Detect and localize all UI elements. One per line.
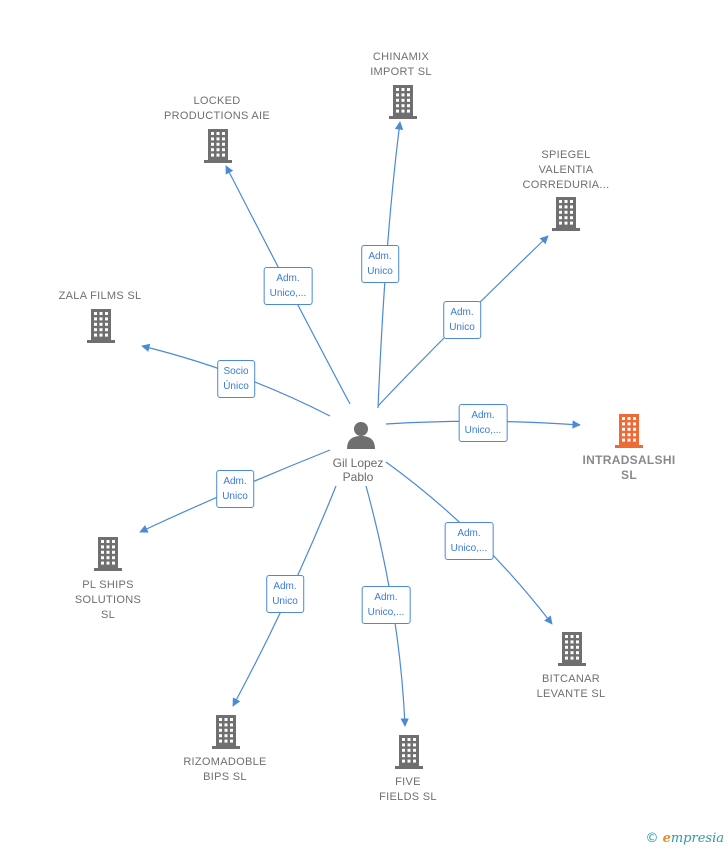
role-label-intradsalshi[interactable]: Adm. Unico,... xyxy=(458,404,508,442)
building-icon-spiegel[interactable] xyxy=(550,197,582,236)
role-label-locked[interactable]: Adm. Unico,... xyxy=(263,267,313,305)
role-label-bitcanar[interactable]: Adm. Unico,... xyxy=(444,522,494,560)
role-label-zala[interactable]: Socio Único xyxy=(217,360,255,398)
person-name[interactable]: Gil Lopez Pablo xyxy=(332,456,384,484)
role-label-chinamix[interactable]: Adm. Unico xyxy=(361,245,399,283)
brand-footer: © empresia xyxy=(645,831,724,846)
company-name-fivefields[interactable]: FIVE FIELDS SL xyxy=(379,776,437,803)
person-icon[interactable] xyxy=(346,421,376,449)
company-name-chinamix[interactable]: CHINAMIX IMPORT SL xyxy=(370,51,432,78)
building-icon-zala[interactable] xyxy=(85,309,117,348)
company-name-rizomadoble[interactable]: RIZOMADOBLE BIPS SL xyxy=(183,756,267,783)
building-icon-rizomadoble[interactable] xyxy=(210,715,242,754)
company-name-plships[interactable]: PL SHIPS SOLUTIONS SL xyxy=(74,579,142,621)
company-name-spiegel[interactable]: SPIEGEL VALENTIA CORREDURIA... xyxy=(522,149,610,191)
role-label-spiegel[interactable]: Adm. Unico xyxy=(443,301,481,339)
building-icon-plships[interactable] xyxy=(92,537,124,576)
role-label-rizomadoble[interactable]: Adm. Unico xyxy=(266,575,304,613)
building-icon-bitcanar[interactable] xyxy=(556,632,588,671)
brand-logo-e: e xyxy=(662,831,671,846)
brand-name: mpresia xyxy=(670,831,724,846)
company-name-locked[interactable]: LOCKED PRODUCTIONS AIE xyxy=(164,95,270,122)
building-icon-fivefields[interactable] xyxy=(393,735,425,774)
role-label-plships[interactable]: Adm. Unico xyxy=(216,470,254,508)
copyright-icon: © xyxy=(645,831,659,846)
building-icon-chinamix[interactable] xyxy=(387,85,419,124)
company-name-intradsalshi[interactable]: INTRADSALSHI SL xyxy=(582,453,676,482)
building-icon-intradsalshi[interactable] xyxy=(613,414,645,453)
company-name-zala[interactable]: ZALA FILMS SL xyxy=(58,290,142,302)
role-label-fivefields[interactable]: Adm. Unico,... xyxy=(361,586,411,624)
building-icon-locked[interactable] xyxy=(202,129,234,168)
company-name-bitcanar[interactable]: BITCANAR LEVANTE SL xyxy=(536,673,606,700)
